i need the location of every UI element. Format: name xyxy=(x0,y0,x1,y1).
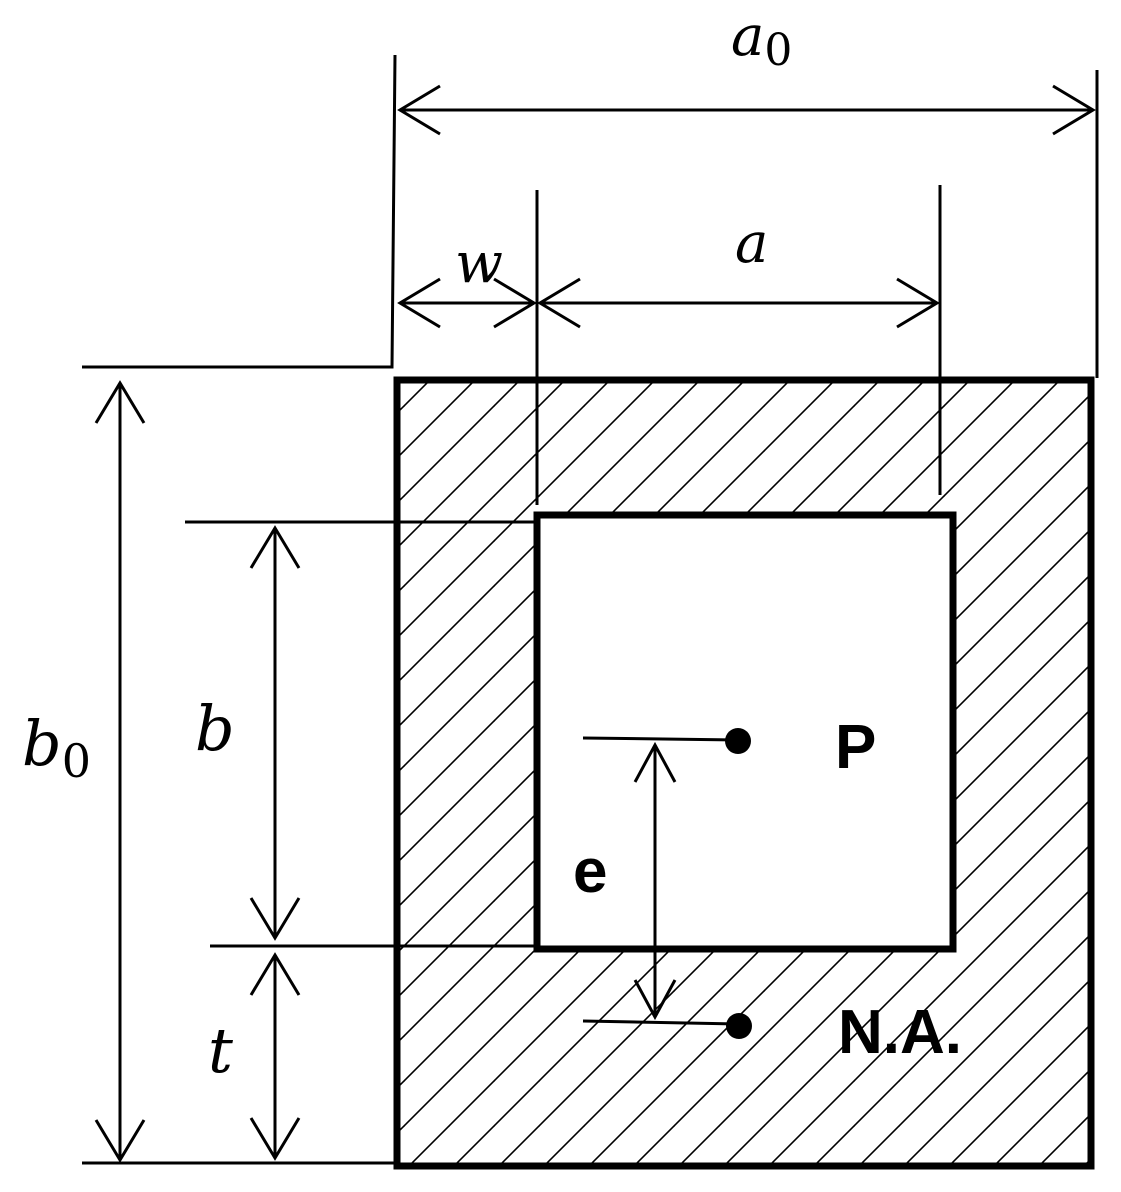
label-a: a xyxy=(735,211,768,276)
dim-a-arrow-right xyxy=(896,277,940,329)
outer-section-outline xyxy=(393,376,1095,1170)
inner-hollow-outline xyxy=(533,511,957,953)
dim-b0-arrow-top xyxy=(94,380,146,424)
dim-w-arrow-right xyxy=(493,277,537,329)
label-t: t xyxy=(208,1014,233,1087)
extension-lines xyxy=(82,54,1099,1165)
label-b0: b0 xyxy=(22,707,91,788)
dim-a-arrow-left xyxy=(537,277,581,329)
dim-t-arrow-bottom xyxy=(249,1117,301,1161)
top-left-step-line xyxy=(82,54,397,369)
na-point-marker xyxy=(726,1013,752,1039)
dim-b-arrow-bottom xyxy=(249,897,301,941)
label-e: e xyxy=(573,837,607,906)
na-reference-line xyxy=(582,1019,739,1026)
dim-t-arrow-top xyxy=(249,952,301,996)
dim-b0-arrow-bottom xyxy=(94,1119,146,1163)
p-point-marker xyxy=(725,728,751,754)
label-w: w xyxy=(455,231,503,296)
dim-a0-arrow-right xyxy=(1052,84,1096,136)
hatched-solid-region xyxy=(397,380,1091,1166)
dim-b-arrow-top xyxy=(249,525,301,569)
dim-e-arrow-top xyxy=(633,741,677,783)
dim-e-arrow-bottom xyxy=(633,979,677,1021)
label-a0: a0 xyxy=(731,4,792,76)
label-b: b xyxy=(195,692,235,765)
p-reference-line xyxy=(582,736,739,742)
dimension-lines xyxy=(94,84,1096,1163)
label-na: N.A. xyxy=(838,998,962,1067)
dim-a0-arrow-left xyxy=(397,84,441,136)
dim-w-arrow-left xyxy=(397,277,441,329)
label-p: P xyxy=(835,713,876,782)
